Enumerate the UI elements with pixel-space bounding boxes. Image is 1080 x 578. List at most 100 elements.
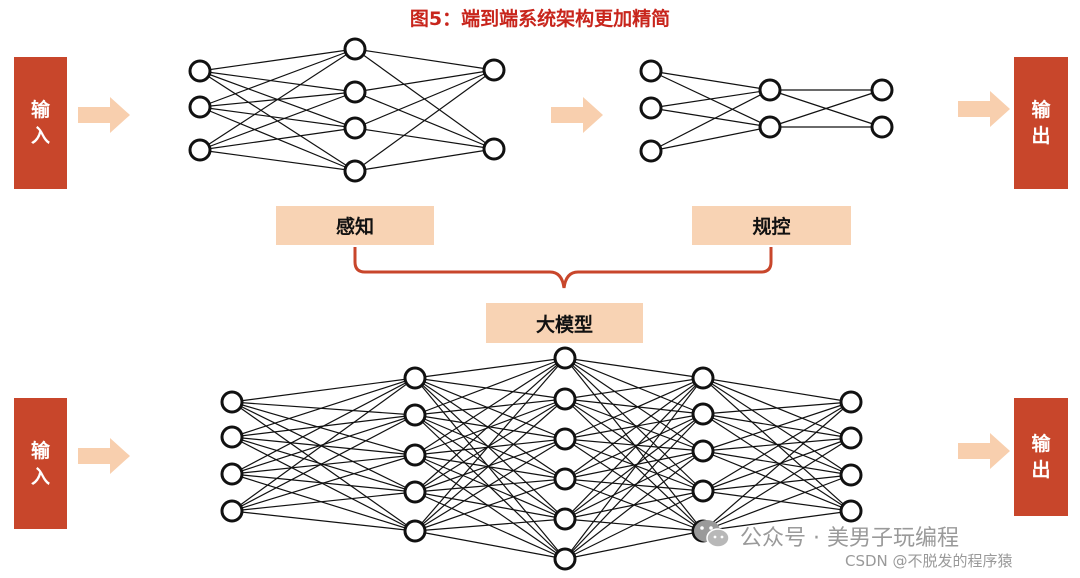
large-model-network-edge	[414, 377, 566, 520]
large-model-network-edge	[564, 530, 704, 560]
large-model-network-edge	[414, 398, 566, 493]
large-model-network-edge	[414, 377, 566, 440]
large-model-network-node	[403, 366, 427, 390]
large-model-network-node	[553, 547, 577, 571]
large-model-network-edge	[414, 398, 566, 456]
wechat-icon	[694, 520, 730, 548]
perception-network-node	[343, 80, 367, 104]
large-model-network-edge	[414, 438, 566, 532]
large-model-network-edge	[564, 398, 704, 415]
large-model-network-node	[553, 387, 577, 411]
perception-network-edge	[199, 127, 356, 151]
large-model-label: 大模型	[486, 303, 643, 343]
large-model-network-edge	[702, 474, 852, 532]
planning-network-node	[870, 115, 894, 139]
large-model-network-edge	[564, 377, 704, 560]
large-model-network-edge	[564, 357, 704, 452]
large-model-network-node	[839, 426, 863, 450]
large-model-network-edge	[231, 454, 416, 512]
perception-network-node	[482, 137, 506, 161]
large-model-network-edge	[564, 413, 704, 440]
large-model-network-edge	[564, 377, 704, 400]
large-model-network-node	[220, 462, 244, 486]
perception-network-node	[188, 59, 212, 83]
perception-network-node	[343, 37, 367, 61]
large-model-network-edge	[564, 377, 704, 440]
large-model-network-node	[220, 390, 244, 414]
large-model-network-edge	[231, 401, 416, 416]
large-model-network-node	[839, 390, 863, 414]
large-model-network-edge	[564, 438, 704, 452]
large-model-network-node	[403, 403, 427, 427]
perception-network-node	[343, 116, 367, 140]
large-model-network-edge	[702, 377, 852, 403]
large-model-network-edge	[231, 377, 416, 438]
top-input-box: 输 入	[14, 57, 67, 189]
large-model-network-node	[220, 499, 244, 523]
large-model-network-edge	[702, 450, 852, 476]
planning-network-node	[639, 139, 663, 163]
large-model-network-edge	[231, 454, 416, 475]
perception-network-edge	[199, 70, 356, 93]
large-model-network-edge	[564, 450, 704, 560]
large-model-network-edge	[414, 357, 566, 493]
large-model-network-edge	[702, 450, 852, 512]
large-model-network-node	[691, 479, 715, 503]
large-model-network-edge	[414, 377, 566, 400]
large-model-network-edge	[564, 357, 704, 415]
perception-label: 感知	[276, 206, 434, 245]
large-model-network-edge	[231, 414, 416, 512]
large-model-network-edge	[564, 377, 704, 480]
large-model-network-edge	[702, 437, 852, 492]
large-model-network-node	[691, 402, 715, 426]
perception-network-node	[188, 138, 212, 162]
perception-network-edge	[199, 149, 356, 172]
bottom-output-box: 输 出	[1014, 398, 1068, 516]
large-model-network-edge	[231, 436, 416, 456]
large-model-network-edge	[702, 401, 852, 492]
large-model-network-edge	[231, 377, 416, 403]
large-model-network-edge	[231, 377, 416, 512]
large-model-network-node	[553, 427, 577, 451]
large-model-network-edge	[564, 357, 704, 379]
perception-network-edge	[199, 48, 356, 151]
large-model-network-edge	[702, 401, 852, 532]
planning-network-node	[639, 59, 663, 83]
large-model-network-node	[691, 366, 715, 390]
large-model-network-edge	[564, 413, 704, 560]
watermark-account: 公众号 · 美男子玩编程	[740, 526, 959, 551]
large-model-network-node	[220, 425, 244, 449]
large-model-network-edge	[231, 491, 416, 512]
arrow-right-icon	[958, 91, 1010, 127]
large-model-network-edge	[564, 377, 704, 520]
perception-network-node	[343, 159, 367, 183]
large-model-network-edge	[702, 437, 852, 532]
large-model-network-node	[839, 463, 863, 487]
perception-network-edge	[354, 69, 495, 93]
planning-network-edge	[650, 107, 771, 128]
large-model-network-edge	[414, 357, 566, 456]
bottom-input-char-2: 入	[30, 465, 50, 488]
large-model-network-edge	[414, 518, 566, 532]
large-model-network-edge	[231, 436, 416, 532]
large-model-network-edge	[414, 357, 566, 416]
large-model-network-edge	[564, 413, 704, 480]
watermark-author: CSDN @不脱发的程序猿	[845, 552, 1013, 570]
large-model-network-edge	[414, 357, 566, 379]
perception-network-edge	[199, 48, 356, 72]
arrow-right-icon	[78, 438, 130, 474]
top-output-box: 输 出	[1014, 57, 1068, 189]
planning-network-edge	[769, 89, 883, 128]
large-model-network-edge	[564, 450, 704, 520]
network-edges	[199, 48, 883, 560]
perception-network-node	[482, 58, 506, 82]
arrow-right-icon	[551, 97, 603, 133]
planning-network-edge	[650, 70, 771, 91]
large-model-network-edge	[231, 401, 416, 532]
large-model-network-edge	[414, 454, 566, 480]
large-model-network-edge	[702, 401, 852, 415]
perception-network-edge	[354, 127, 495, 150]
large-model-network-edge	[231, 473, 416, 532]
top-input-char-1: 输	[30, 99, 50, 121]
